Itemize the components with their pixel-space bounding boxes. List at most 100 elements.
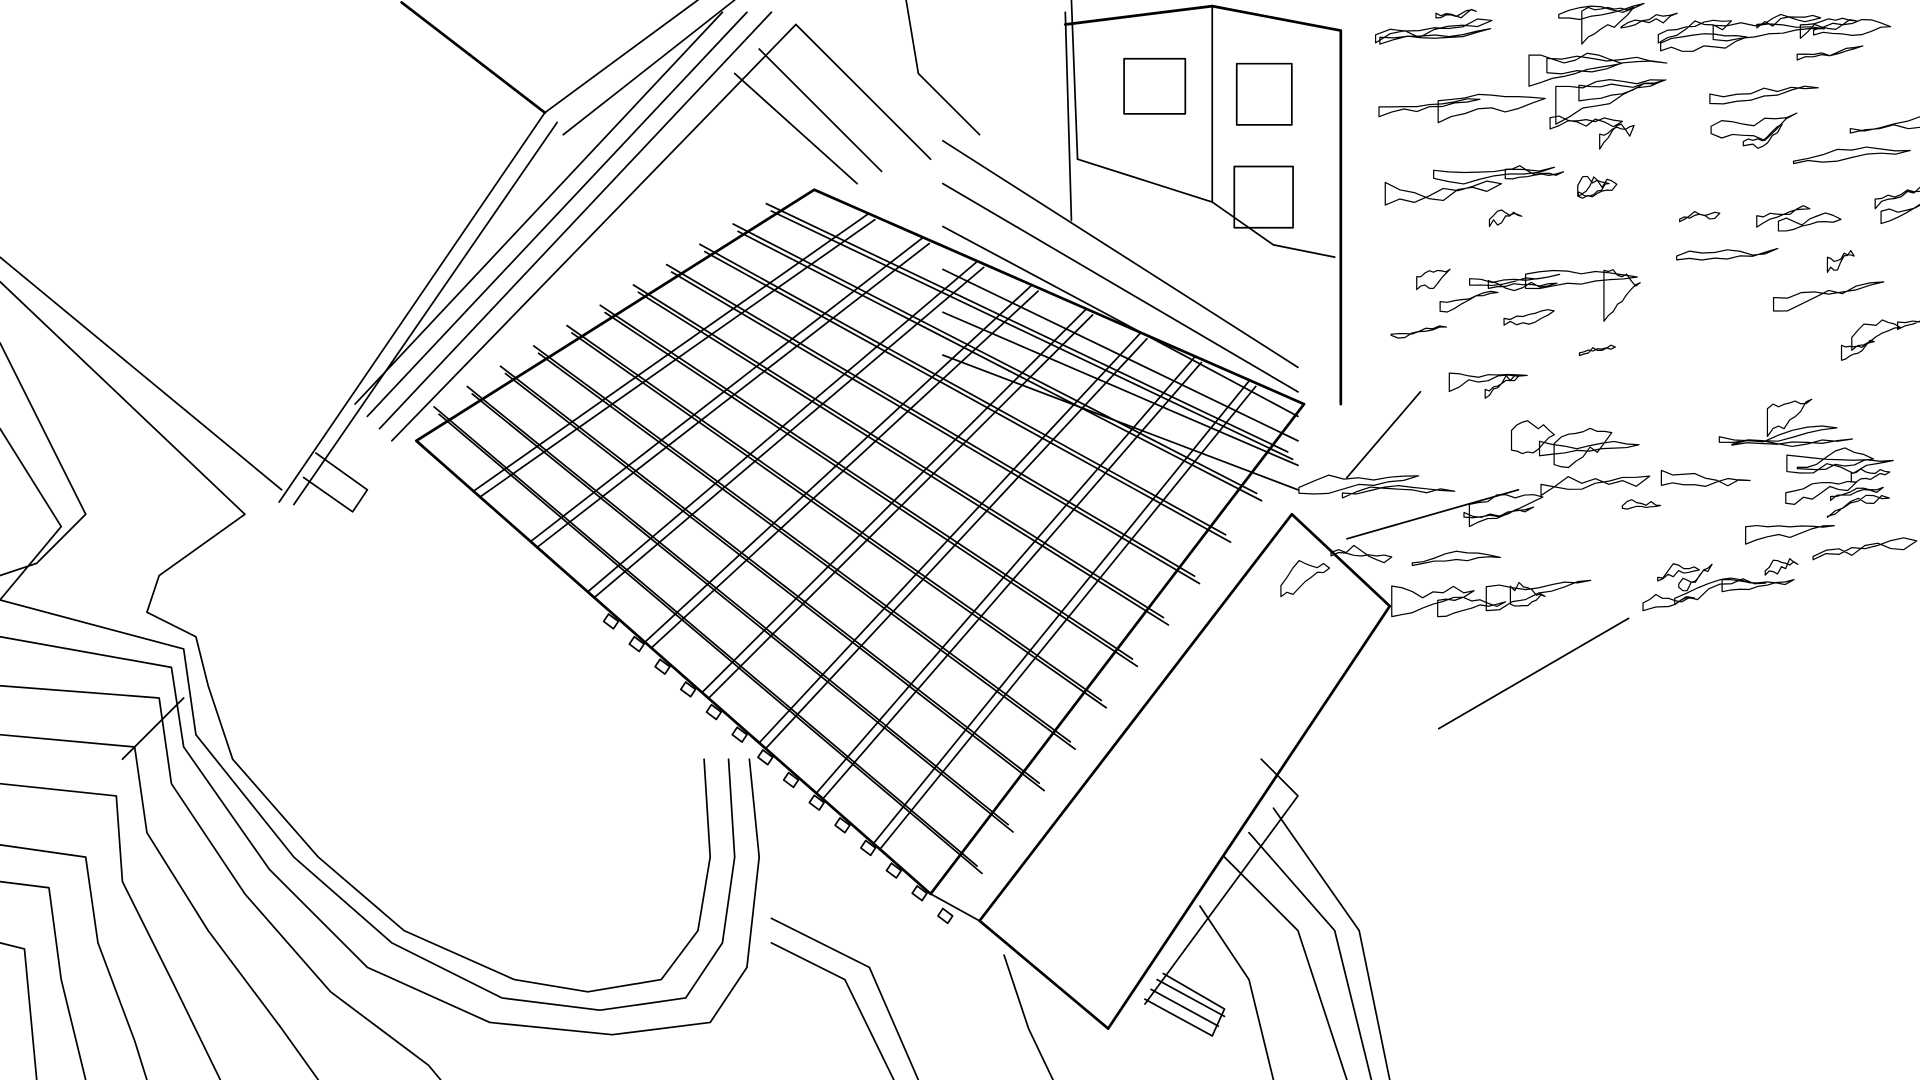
purlin (593, 266, 985, 599)
post-base (757, 749, 774, 766)
leaf-cluster (1378, 98, 1481, 118)
purlin (644, 284, 1033, 644)
leaf-cluster (1896, 320, 1920, 330)
rafter (532, 345, 1072, 743)
rafter (632, 284, 1165, 619)
leaf-cluster (1830, 486, 1884, 502)
leaf-cluster (1721, 577, 1795, 593)
post-base (911, 885, 928, 902)
leaf-cluster (1469, 273, 1561, 287)
leaf-cluster (1524, 269, 1638, 290)
leaf-cluster (1657, 19, 1733, 44)
rafter (571, 332, 1108, 709)
leaf-cluster (1558, 2, 1645, 21)
purlin (872, 379, 1251, 845)
rafter (637, 291, 1170, 626)
timber-frame-structure (414, 139, 1306, 925)
leaf-cluster (1379, 28, 1492, 45)
leaf-cluster (1826, 249, 1855, 273)
beam (942, 225, 1299, 418)
leaf-cluster (1712, 22, 1826, 42)
leaf-cluster (1676, 247, 1779, 261)
rafter (438, 413, 983, 875)
purlin (535, 242, 931, 549)
leaf-cluster (1577, 176, 1610, 197)
rafter (765, 202, 1289, 453)
leaf-cluster (1849, 116, 1920, 134)
rafter (504, 372, 1045, 792)
post-base (808, 794, 825, 811)
frame-outline (414, 188, 1306, 896)
beam (942, 311, 1299, 467)
leaf-cluster (1786, 454, 1894, 474)
steps (1144, 972, 1226, 1037)
rafter (566, 324, 1103, 702)
leaf-cluster (1812, 537, 1918, 561)
post-base (731, 726, 748, 743)
beam (942, 354, 1299, 491)
site-contour-lines (0, 0, 1391, 1080)
leaf-cluster (1660, 469, 1751, 487)
purlin (529, 236, 924, 543)
post-base (937, 907, 954, 925)
leaf-cluster (1850, 468, 1891, 483)
leaf-cluster (1280, 559, 1331, 598)
leaf-cluster (1390, 325, 1448, 339)
tree-trunk-lines (1346, 390, 1630, 730)
rafter (499, 365, 1041, 785)
leaf-cluster (1745, 524, 1835, 545)
post-base (602, 613, 620, 630)
leaf-cluster (1341, 485, 1456, 499)
leaf-cluster (1826, 494, 1891, 518)
leaf-cluster (1546, 55, 1668, 75)
leaf-cluster (1874, 186, 1920, 210)
rafter (471, 393, 1014, 833)
rafter (433, 406, 978, 867)
purlin (764, 337, 1148, 750)
purlin (586, 260, 979, 593)
purlin (758, 331, 1142, 744)
purlin (815, 355, 1197, 795)
leaf-cluster (1621, 499, 1662, 510)
leaf-cluster (1777, 212, 1842, 232)
rafter (737, 230, 1263, 502)
leaf-cluster (1679, 210, 1721, 223)
rafter (665, 263, 1196, 578)
leaf-cluster (1484, 374, 1520, 399)
rafter (699, 243, 1227, 536)
leaf-cluster (1298, 474, 1420, 495)
post-base (705, 703, 723, 721)
leaf-cluster (1880, 203, 1920, 225)
leaf-cluster (1549, 115, 1624, 130)
leaf-cluster (1620, 12, 1678, 29)
leaf-cluster (1710, 112, 1798, 142)
leaf-cluster (1448, 372, 1528, 393)
leaf-cluster (1510, 420, 1555, 455)
purlin (472, 212, 870, 493)
lower-building (929, 512, 1392, 1037)
leaf-cluster (1799, 17, 1858, 39)
leaf-cluster (1384, 180, 1503, 206)
leaf-cluster (1796, 45, 1864, 61)
rafter (466, 385, 1010, 826)
leaf-cluster (1330, 544, 1393, 564)
leaf-cluster (1540, 475, 1651, 497)
leaf-cluster (1840, 339, 1875, 361)
leaf-cluster (1792, 146, 1911, 165)
leaf-cluster (1411, 550, 1501, 567)
leaf-cluster (1731, 438, 1854, 448)
roof-eave-strip (278, 0, 932, 513)
rafter (732, 223, 1258, 495)
leaf-cluster (1742, 123, 1783, 149)
leaf-cluster (1463, 506, 1535, 519)
leaf-cluster (1766, 398, 1813, 438)
leaf-cluster (1503, 309, 1555, 326)
post-base (859, 839, 877, 857)
leaf-cluster (1488, 209, 1523, 228)
leaf-cluster (1718, 425, 1838, 444)
post-base (834, 817, 851, 834)
leaf-cluster (1577, 175, 1618, 199)
leaf-cluster (1468, 494, 1544, 528)
window (1123, 57, 1187, 115)
